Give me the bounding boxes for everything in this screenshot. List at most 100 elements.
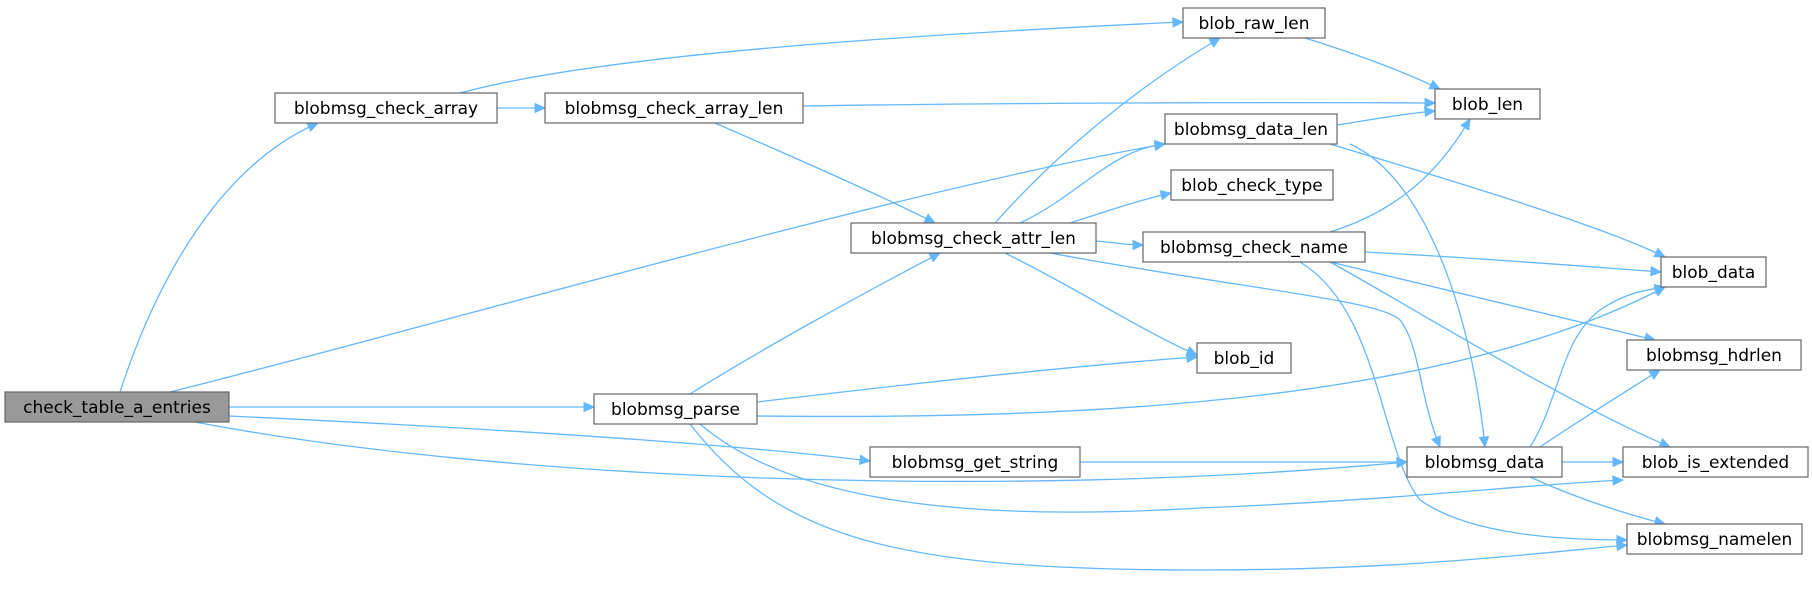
edge-line	[1336, 110, 1436, 126]
node-blob_raw_len[interactable]: blob_raw_len	[1182, 7, 1326, 39]
edge-blobmsg_check_name-to-blobmsg_namelen	[1299, 261, 1629, 546]
node-blobmsg_data_len[interactable]: blobmsg_data_len	[1164, 113, 1338, 145]
node-blobmsg_data[interactable]: blobmsg_data	[1406, 446, 1563, 478]
node-blob_len[interactable]: blob_len	[1434, 88, 1541, 120]
node-blob_is_extended[interactable]: blob_is_extended	[1622, 446, 1809, 478]
edge-line	[1004, 252, 1198, 356]
edge-blobmsg_check_attr_len-to-blobmsg_data_len	[1019, 139, 1167, 224]
edge-arrowhead	[928, 252, 942, 263]
edge-arrowhead	[1172, 17, 1185, 28]
node-box	[1434, 88, 1541, 120]
node-label: blob_is_extended	[1642, 453, 1789, 473]
edge-arrowhead	[1431, 435, 1441, 449]
edge-blobmsg_data_len-to-blobmsg_data	[1349, 143, 1490, 449]
node-box	[1196, 342, 1292, 374]
edge-blobmsg_data-to-blobmsg_hdrlen	[1539, 369, 1662, 448]
edge-blobmsg_data_len-to-blob_len	[1336, 106, 1437, 126]
edge-blobmsg_data-to-blob_is_extended	[1562, 456, 1625, 468]
edge-arrowhead	[1159, 190, 1173, 201]
node-label: blobmsg_check_array	[294, 99, 478, 119]
edge-blobmsg_parse-to-blobmsg_check_attr_len	[689, 252, 942, 395]
edge-line	[756, 286, 1666, 418]
node-box	[1164, 113, 1338, 145]
edge-line	[1049, 252, 1441, 448]
edge-line	[994, 37, 1221, 224]
edge-line	[802, 101, 1436, 107]
edge-arrowhead	[1612, 475, 1625, 486]
edge-blobmsg_check_attr_len-to-blob_id	[1004, 252, 1199, 356]
node-blob_data[interactable]: blob_data	[1660, 256, 1767, 288]
edge-line	[756, 356, 1198, 403]
node-blobmsg_check_array[interactable]: blobmsg_check_array	[274, 92, 498, 124]
edge-blobmsg_check_name-to-blob_data	[1364, 251, 1663, 277]
edge-blobmsg_data_len-to-blob_data	[1329, 143, 1667, 258]
edge-blobmsg_parse-to-blob_id	[756, 352, 1199, 403]
edge-line	[459, 21, 1184, 94]
edge-arrowhead	[1428, 79, 1442, 90]
node-label: blobmsg_data	[1425, 453, 1545, 473]
edge-line	[1329, 261, 1671, 448]
node-box	[1142, 231, 1366, 263]
edge-arrowhead	[1616, 540, 1629, 552]
edge-check_table_a_entries-to-blobmsg_check_array	[119, 122, 320, 393]
edge-line	[714, 122, 936, 224]
node-box	[4, 391, 230, 423]
edge-line	[689, 423, 1628, 571]
node-label: blob_check_type	[1181, 176, 1322, 196]
node-box	[593, 393, 758, 425]
node-box	[1626, 339, 1802, 371]
edge-arrowhead	[1132, 239, 1145, 251]
edge-arrowhead	[1478, 436, 1490, 449]
edge-arrowhead	[1153, 139, 1167, 151]
node-blobmsg_check_name[interactable]: blobmsg_check_name	[1142, 231, 1366, 263]
node-box	[544, 92, 804, 124]
edge-check_table_a_entries-to-blobmsg_parse	[229, 401, 596, 413]
node-box	[274, 92, 498, 124]
edge-blobmsg_get_string-to-blobmsg_data	[1080, 456, 1409, 468]
node-label: blobmsg_check_attr_len	[871, 229, 1076, 249]
edge-line	[1364, 251, 1662, 273]
node-blobmsg_hdrlen[interactable]: blobmsg_hdrlen	[1626, 339, 1802, 371]
edge-line	[1529, 286, 1666, 448]
edge-arrowhead	[306, 122, 320, 133]
node-blob_check_type[interactable]: blob_check_type	[1170, 169, 1334, 201]
node-blobmsg_namelen[interactable]: blobmsg_namelen	[1626, 523, 1803, 555]
edge-line	[194, 421, 1408, 483]
node-box	[1170, 169, 1334, 201]
edge-line	[1329, 143, 1666, 258]
node-check_table_a_entries[interactable]: check_table_a_entries	[4, 391, 230, 423]
node-label: blob_raw_len	[1199, 14, 1310, 34]
edge-line	[1069, 192, 1172, 224]
edge-arrowhead	[1658, 438, 1672, 448]
edges-layer	[119, 17, 1672, 571]
node-blobmsg_parse[interactable]: blobmsg_parse	[593, 393, 758, 425]
edge-blobmsg_parse-to-blobmsg_namelen	[689, 423, 1629, 571]
edge-arrowhead	[1612, 456, 1625, 468]
node-label: blob_data	[1672, 263, 1756, 283]
edge-blobmsg_check_array_len-to-blobmsg_check_attr_len	[714, 122, 937, 224]
edge-blobmsg_parse-to-blob_is_extended	[699, 423, 1625, 513]
node-label: blobmsg_check_name	[1160, 238, 1348, 258]
node-box	[1406, 446, 1563, 478]
edge-arrowhead	[1460, 117, 1471, 131]
node-box	[869, 446, 1081, 478]
edge-line	[1539, 369, 1661, 448]
node-label: blobmsg_data_len	[1174, 120, 1328, 140]
edge-line	[1304, 37, 1441, 90]
edge-line	[1329, 118, 1471, 233]
node-label: blobmsg_parse	[611, 400, 740, 420]
node-blobmsg_get_string[interactable]: blobmsg_get_string	[869, 446, 1081, 478]
node-blobmsg_check_array_len[interactable]: blobmsg_check_array_len	[544, 92, 804, 124]
node-label: blob_id	[1214, 349, 1275, 369]
edge-line	[1529, 476, 1666, 525]
edge-arrowhead	[1653, 247, 1667, 258]
edge-blobmsg_check_attr_len-to-blob_check_type	[1069, 190, 1173, 224]
nodes-layer: check_table_a_entries blobmsg_check_array…	[4, 7, 1809, 555]
node-box	[1182, 7, 1326, 39]
edge-line	[228, 415, 871, 462]
node-label: blob_len	[1452, 95, 1523, 115]
edge-blobmsg_check_attr_len-to-blobmsg_data	[1049, 252, 1441, 449]
node-blob_id[interactable]: blob_id	[1196, 342, 1292, 374]
node-blobmsg_check_attr_len[interactable]: blobmsg_check_attr_len	[850, 222, 1097, 254]
edge-arrowhead	[583, 401, 596, 413]
